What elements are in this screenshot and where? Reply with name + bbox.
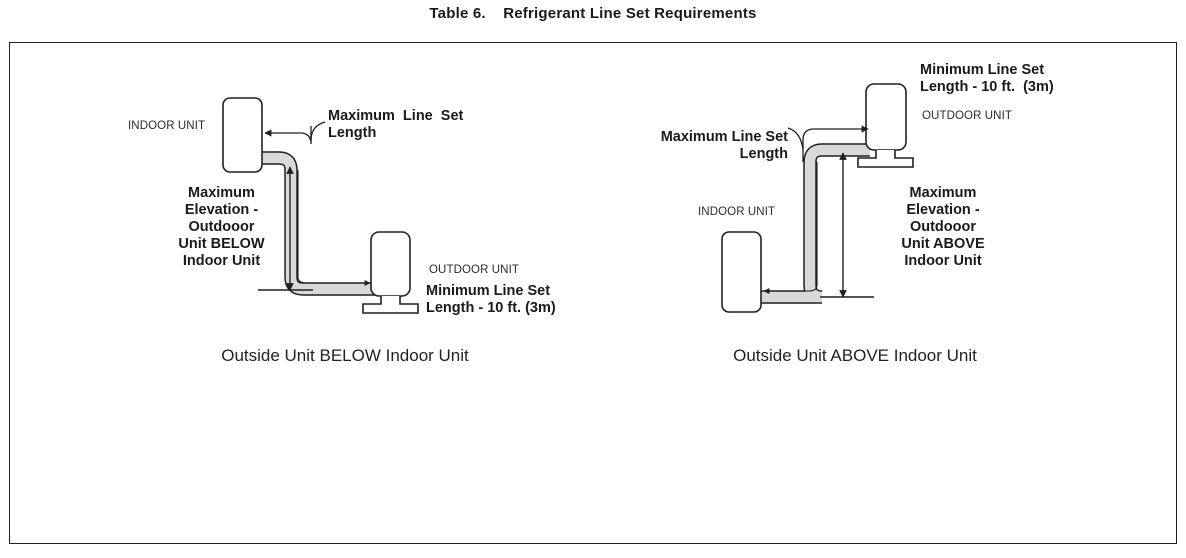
caption-outside-unit-above: Outside Unit ABOVE Indoor Unit bbox=[733, 346, 977, 365]
caption-outside-unit-below: Outside Unit BELOW Indoor Unit bbox=[221, 346, 469, 365]
max-elevation-label-above: Maximum Elevation - Outdooor Unit ABOVE … bbox=[901, 185, 985, 270]
outdoor-unit-label-above: OUTDOOR UNIT bbox=[922, 110, 1012, 122]
figure-frame bbox=[9, 42, 1177, 544]
indoor-unit-label-above: INDOOR UNIT bbox=[698, 206, 776, 218]
max-elevation-label-below: Maximum Elevation - Outdooor Unit BELOW … bbox=[178, 185, 265, 270]
outdoor-unit-label-below: OUTDOOR UNIT bbox=[429, 264, 519, 276]
indoor-unit-label-below: INDOOR UNIT bbox=[128, 120, 206, 132]
min-line-set-length-label-above: Minimum Line Set Length - 10 ft. (3m) bbox=[920, 62, 1054, 96]
page-title: Table 6. Refrigerant Line Set Requiremen… bbox=[429, 5, 757, 22]
min-line-set-length-label-below: Minimum Line Set Length - 10 ft. (3m) bbox=[426, 283, 556, 317]
max-line-set-length-label-below: Maximum Line Set Length bbox=[328, 108, 464, 142]
max-line-set-length-label-above: Maximum Line Set Length bbox=[660, 129, 788, 163]
